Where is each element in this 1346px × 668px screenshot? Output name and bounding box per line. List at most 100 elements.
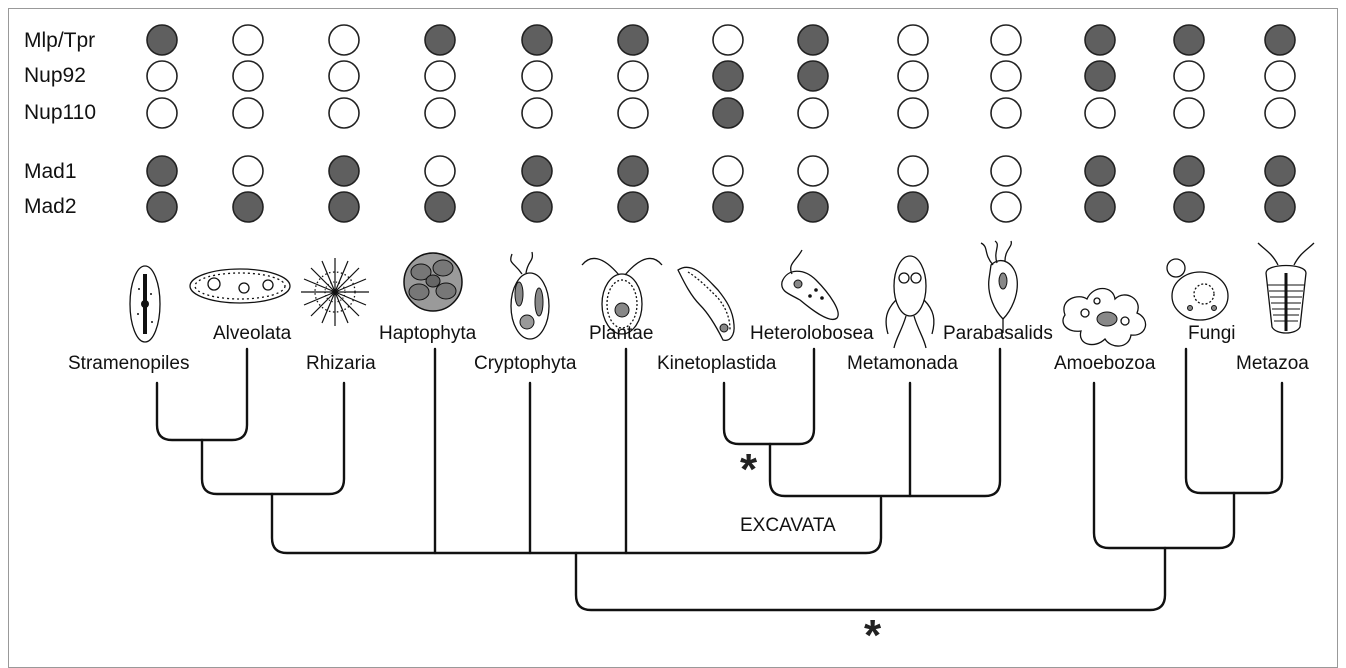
- presence-dot-nup92-haptophyta: [424, 60, 456, 92]
- presence-dot-nup92-cryptophyta: [521, 60, 553, 92]
- taxon-label-metamonada: Metamonada: [847, 353, 958, 374]
- presence-dot-mlp-tpr-stramenopiles: [146, 24, 178, 56]
- trilobite-icon: [1257, 242, 1315, 334]
- taxon-label-rhizaria: Rhizaria: [306, 353, 376, 374]
- presence-dot-nup110-metazoa: [1264, 97, 1296, 129]
- radiolarian-icon: [301, 258, 369, 326]
- presence-dot-mad2-haptophyta: [424, 191, 456, 223]
- branch-root: [574, 546, 1167, 612]
- presence-dot-mad1-cryptophyta: [521, 155, 553, 187]
- branch-amorphea: [1092, 381, 1236, 550]
- clade-label-excavata: EXCAVATA: [740, 515, 836, 536]
- taxon-label-plantae: Plantae: [589, 323, 653, 344]
- presence-dot-nup92-metazoa: [1264, 60, 1296, 92]
- presence-dot-mad2-stramenopiles: [146, 191, 178, 223]
- presence-dot-mad1-alveolata: [232, 155, 264, 187]
- presence-dot-mad2-metamonada: [897, 191, 929, 223]
- ciliate-icon: [189, 268, 291, 304]
- presence-dot-mad2-plantae: [617, 191, 649, 223]
- presence-dot-mad2-parabasalids: [990, 191, 1022, 223]
- asterisk-marker-excavata: *: [740, 445, 758, 494]
- taxon-label-fungi: Fungi: [1188, 323, 1236, 344]
- presence-dot-mad2-amoebozoa: [1084, 191, 1116, 223]
- presence-dot-mlp-tpr-parabasalids: [990, 24, 1022, 56]
- row-label-nup92: Nup92: [24, 64, 86, 87]
- presence-dot-nup92-plantae: [617, 60, 649, 92]
- asterisk-marker-root: *: [864, 611, 882, 654]
- presence-dot-mad1-haptophyta: [424, 155, 456, 187]
- presence-dot-mad1-metamonada: [897, 155, 929, 187]
- row-label-mad2: Mad2: [24, 195, 77, 218]
- taxon-label-kinetoplastida: Kinetoplastida: [657, 353, 777, 374]
- presence-dot-mad2-alveolata: [232, 191, 264, 223]
- presence-dot-mad2-fungi: [1173, 191, 1205, 223]
- row-label-mad1: Mad1: [24, 160, 77, 183]
- presence-dot-mad2-kinetoplastida: [712, 191, 744, 223]
- presence-dot-mad1-rhizaria: [328, 155, 360, 187]
- presence-dot-mad1-amoebozoa: [1084, 155, 1116, 187]
- branch-excavata: [768, 347, 1002, 498]
- presence-dot-nup92-alveolata: [232, 60, 264, 92]
- presence-dot-mlp-tpr-heterolobosea: [797, 24, 829, 56]
- trypanosome-icon: [677, 266, 735, 341]
- naegleria-icon: [781, 249, 839, 321]
- presence-dot-nup92-parabasalids: [990, 60, 1022, 92]
- diatom-icon: [129, 265, 161, 343]
- presence-dot-nup92-kinetoplastida: [712, 60, 744, 92]
- presence-dot-mad1-heterolobosea: [797, 155, 829, 187]
- taxon-label-alveolata: Alveolata: [213, 323, 292, 344]
- amoeba-icon: [1062, 287, 1147, 347]
- presence-dot-mlp-tpr-plantae: [617, 24, 649, 56]
- presence-dot-mad1-fungi: [1173, 155, 1205, 187]
- presence-dot-mad2-metazoa: [1264, 191, 1296, 223]
- presence-dot-nup110-haptophyta: [424, 97, 456, 129]
- presence-dot-nup92-rhizaria: [328, 60, 360, 92]
- presence-dot-nup92-amoebozoa: [1084, 60, 1116, 92]
- presence-dot-mad2-rhizaria: [328, 191, 360, 223]
- presence-dot-nup110-plantae: [617, 97, 649, 129]
- presence-dot-nup110-parabasalids: [990, 97, 1022, 129]
- presence-dot-mad1-plantae: [617, 155, 649, 187]
- presence-dot-nup110-heterolobosea: [797, 97, 829, 129]
- yeast-icon: [1166, 258, 1229, 321]
- presence-dot-mlp-tpr-fungi: [1173, 24, 1205, 56]
- taxon-label-cryptophyta: Cryptophyta: [474, 353, 577, 374]
- presence-dot-mlp-tpr-kinetoplastida: [712, 24, 744, 56]
- presence-dot-nup110-cryptophyta: [521, 97, 553, 129]
- presence-dot-nup110-fungi: [1173, 97, 1205, 129]
- taxon-label-stramenopiles: Stramenopiles: [68, 353, 189, 374]
- presence-dot-mad1-stramenopiles: [146, 155, 178, 187]
- presence-dot-mad1-kinetoplastida: [712, 155, 744, 187]
- taxon-label-amoebozoa: Amoebozoa: [1054, 353, 1156, 374]
- presence-dot-nup110-metamonada: [897, 97, 929, 129]
- taxon-label-heterolobosea: Heterolobosea: [750, 323, 874, 344]
- presence-dot-mad1-parabasalids: [990, 155, 1022, 187]
- presence-dot-mlp-tpr-rhizaria: [328, 24, 360, 56]
- presence-dot-nup92-heterolobosea: [797, 60, 829, 92]
- presence-dot-mlp-tpr-metamonada: [897, 24, 929, 56]
- presence-dot-nup110-rhizaria: [328, 97, 360, 129]
- phylogenetic-tree: [155, 347, 1284, 612]
- figure: Mlp/Tpr Nup92 Nup110 Mad1 Mad2: [8, 8, 1338, 668]
- taxon-label-haptophyta: Haptophyta: [379, 323, 477, 344]
- presence-grid: [146, 24, 1296, 223]
- row-label-mlp-tpr: Mlp/Tpr: [24, 29, 95, 52]
- coccolithophore-icon: [403, 252, 463, 312]
- presence-dot-mad2-cryptophyta: [521, 191, 553, 223]
- green-alga-icon: [581, 257, 663, 335]
- row-label-nup110: Nup110: [24, 101, 96, 124]
- presence-dot-nup92-metamonada: [897, 60, 929, 92]
- presence-dot-mlp-tpr-cryptophyta: [521, 24, 553, 56]
- presence-dot-nup110-kinetoplastida: [712, 97, 744, 129]
- taxon-label-parabasalids: Parabasalids: [943, 323, 1053, 344]
- presence-dot-nup110-alveolata: [232, 97, 264, 129]
- presence-dot-mlp-tpr-amoebozoa: [1084, 24, 1116, 56]
- presence-dot-nup92-fungi: [1173, 60, 1205, 92]
- presence-dot-nup110-stramenopiles: [146, 97, 178, 129]
- presence-dot-mlp-tpr-metazoa: [1264, 24, 1296, 56]
- phylogeny-diagram: Mlp/Tpr Nup92 Nup110 Mad1 Mad2: [24, 24, 1315, 654]
- taxon-label-metazoa: Metazoa: [1236, 353, 1309, 374]
- presence-dot-nup110-amoebozoa: [1084, 97, 1116, 129]
- cryptomonad-icon: [510, 251, 550, 340]
- presence-dot-mlp-tpr-haptophyta: [424, 24, 456, 56]
